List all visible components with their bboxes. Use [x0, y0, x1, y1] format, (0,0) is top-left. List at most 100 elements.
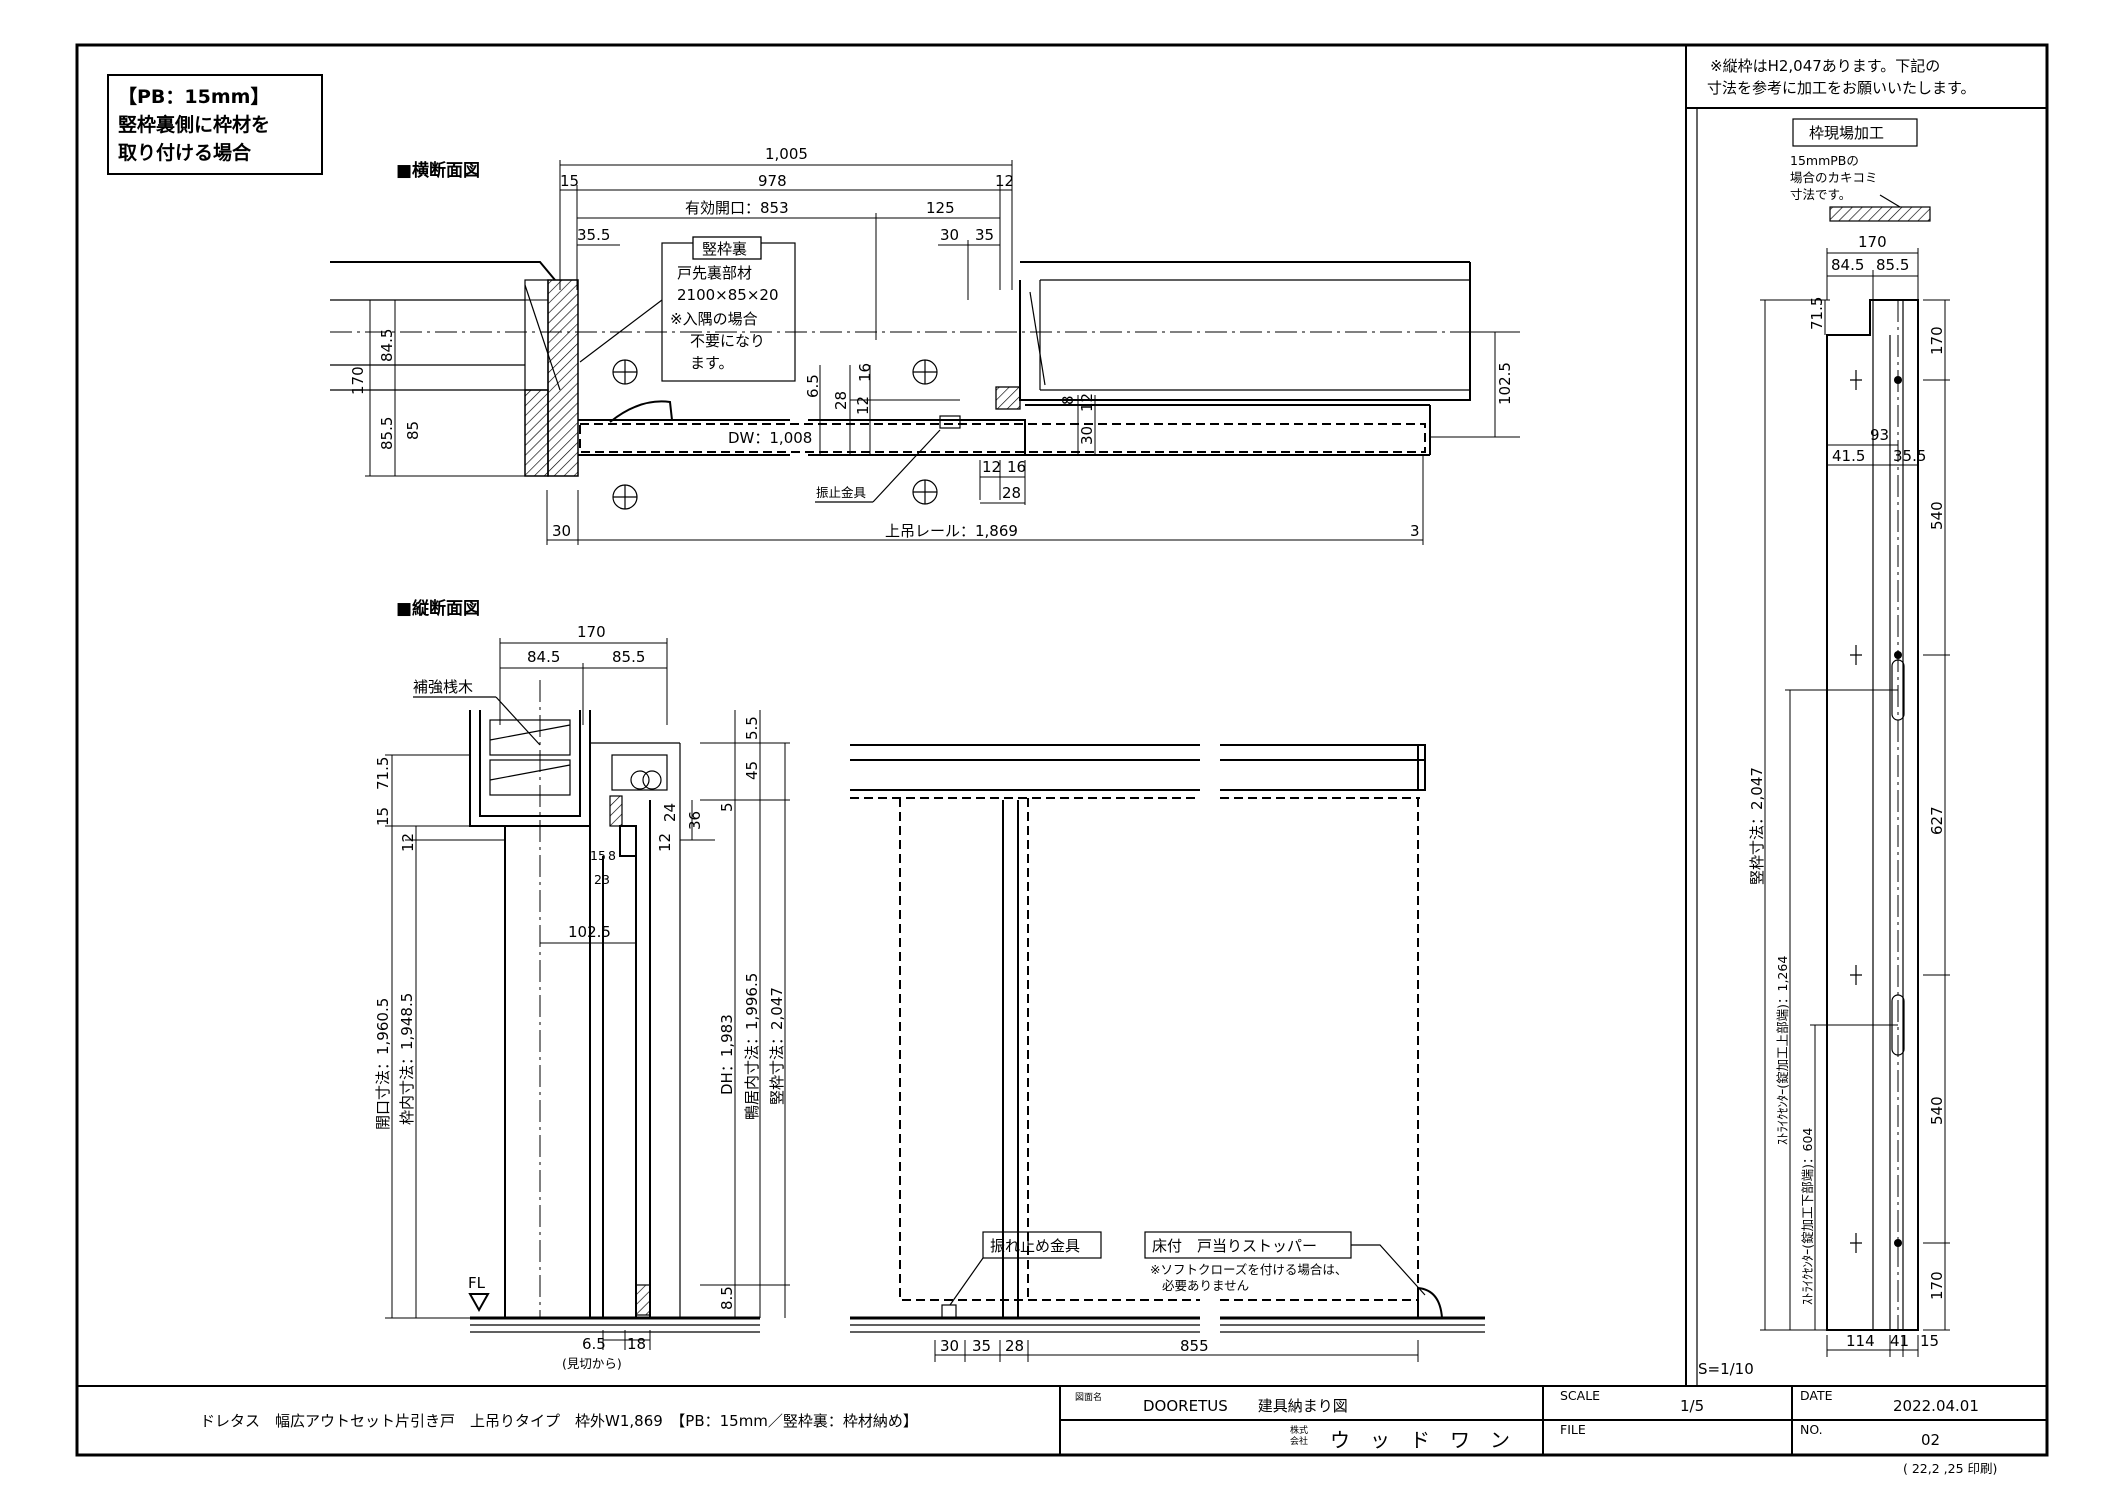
- h-dim-84-5: 84.5: [378, 329, 396, 362]
- sheet-border: [75, 43, 2049, 1457]
- h-dim-30: 30: [940, 226, 959, 244]
- h-dim-16b: 16: [1007, 458, 1026, 476]
- h-callout-l4: 不要になり: [690, 332, 765, 350]
- side-note-l1: ※縦枠はH2,047あります。下記の: [1710, 57, 1940, 75]
- e-soft-close-l1: ※ソフトクローズを付ける場合は、: [1150, 1262, 1347, 1277]
- h-dim-978: 978: [758, 172, 787, 190]
- side-dim-540b: 540: [1928, 1096, 1946, 1125]
- frame-processing-panel: ※縦枠はH2,047あります。下記の 寸法を参考に加工をお願いいたします。 枠現…: [1698, 57, 1976, 1378]
- v-fl: FL: [468, 1274, 486, 1292]
- side-title-box: [1792, 118, 1918, 147]
- horizontal-section-title: ■横断面図: [396, 160, 480, 181]
- side-dim-35-5: 35.5: [1893, 447, 1926, 465]
- side-title: 枠現場加工: [1809, 124, 1884, 142]
- h-dim-12b: 12: [854, 396, 872, 415]
- e-anti-lift-box: [982, 1231, 1102, 1259]
- tb-description: ドレタス 幅広アウトセット片引き戸 上吊りタイプ 枠外W1,869 【PB：15…: [200, 1412, 918, 1430]
- side-dim-71-5: 71.5: [1808, 297, 1826, 330]
- h-dim-85-5: 85.5: [378, 417, 396, 450]
- v-dim-85-5: 85.5: [612, 648, 645, 666]
- h-dim-8: 8: [1059, 395, 1077, 405]
- horizontal-section: ■横断面図 1,005 15 978 12 有効開口：853 125 35.5 …: [330, 145, 1520, 545]
- v-dim-5-5: 5.5: [743, 716, 761, 740]
- side-pb-l1: 15mmPBの: [1790, 153, 1859, 168]
- side-dim-41: 41: [1890, 1332, 1909, 1350]
- h-dim-35: 35: [975, 226, 994, 244]
- elevation-view: 振れ止め金具 床付 戸当りストッパー ※ソフトクローズを付ける場合は、 必要あり…: [850, 744, 1485, 1362]
- e-dim-28: 28: [1005, 1337, 1024, 1355]
- h-stopper-hw: 振止金具: [816, 485, 867, 500]
- note-box-line1: 【PB：15mm】: [118, 85, 269, 108]
- v-dim-12: 12: [399, 833, 417, 852]
- tb-date-label: DATE: [1800, 1388, 1833, 1403]
- side-dim-627: 627: [1928, 806, 1946, 835]
- h-dim-28: 28: [832, 391, 850, 410]
- v-dim-102-5: 102.5: [568, 923, 611, 941]
- side-dim-84-5: 84.5: [1831, 256, 1864, 274]
- e-anti-lift: 振れ止め金具: [990, 1237, 1080, 1255]
- h-dim-28b: 28: [1002, 484, 1021, 502]
- h-callout-l5: ます。: [690, 354, 734, 372]
- side-strike-upper: ｽﾄﾗｲｸｾﾝﾀｰ(錠加工上部端)：1,264: [1775, 956, 1790, 1145]
- side-dim-114: 114: [1846, 1332, 1875, 1350]
- side-scale: S=1/10: [1698, 1360, 1754, 1378]
- tb-drawing-name-label: 図面名: [1075, 1391, 1102, 1403]
- h-dim-6-5: 6.5: [804, 374, 822, 398]
- h-dim-16: 16: [856, 363, 874, 382]
- v-room-inner: 鴨居内寸法：1,996.5: [743, 973, 761, 1120]
- vertical-section-title: ■縦断面図: [396, 598, 480, 619]
- v-opening: 開口寸法：1,960.5: [374, 998, 392, 1130]
- side-dim-85-5: 85.5: [1876, 256, 1909, 274]
- title-block: ドレタス 幅広アウトセット片引き戸 上吊りタイプ 枠外W1,869 【PB：15…: [77, 1385, 2047, 1476]
- v-dim-23: 23: [594, 872, 610, 887]
- tb-scale: 1/5: [1680, 1397, 1704, 1415]
- tb-no: 02: [1921, 1431, 1940, 1449]
- h-dim-30b: 30: [1078, 426, 1096, 445]
- v-dim-170: 170: [577, 623, 606, 641]
- side-dim-170: 170: [1858, 233, 1887, 251]
- h-dim-15: 15: [560, 172, 579, 190]
- v-dim-45: 45: [743, 761, 761, 780]
- tb-drawing-name: DOORETUS 建具納まり図: [1143, 1397, 1348, 1415]
- v-dim-15b: 15: [590, 848, 606, 863]
- side-pb-l2: 場合のカキコミ: [1790, 170, 1878, 185]
- h-dim-102-5: 102.5: [1496, 362, 1514, 405]
- side-note-l2: 寸法を参考に加工をお願いいたします。: [1707, 79, 1976, 97]
- side-dim-93: 93: [1870, 426, 1889, 444]
- v-jamb: 竪枠寸法：2,047: [768, 987, 786, 1105]
- v-frame-inner: 枠内寸法：1,948.5: [398, 993, 416, 1125]
- h-callout-l1: 戸先裏部材: [677, 264, 752, 282]
- v-dim-12b: 12: [656, 833, 674, 852]
- v-dim-84-5: 84.5: [527, 648, 560, 666]
- v-reinforce: 補強桟木: [413, 678, 473, 696]
- note-box-line3: 取り付ける場合: [118, 141, 252, 164]
- h-dim-12d: 12: [982, 458, 1001, 476]
- h-dim-35-5: 35.5: [577, 226, 610, 244]
- note-box: 【PB：15mm】 竪枠裏側に枠材を 取り付ける場合: [107, 74, 323, 175]
- e-soft-close-l2: 必要ありません: [1162, 1278, 1249, 1293]
- tb-file-label: FILE: [1560, 1422, 1586, 1437]
- v-dim-15: 15: [374, 807, 392, 826]
- h-callout-title-box: [692, 236, 762, 260]
- tb-date: 2022.04.01: [1893, 1397, 1979, 1415]
- side-dim-540: 540: [1928, 501, 1946, 530]
- side-pb-l3: 寸法です。: [1790, 187, 1851, 202]
- h-dim-12: 12: [995, 172, 1014, 190]
- v-dim-18: 18: [627, 1335, 646, 1353]
- side-dim-15: 15: [1920, 1332, 1939, 1350]
- tb-scale-label: SCALE: [1560, 1388, 1600, 1403]
- v-dh: DH：1,983: [718, 1014, 736, 1095]
- v-dim-71-5: 71.5: [374, 757, 392, 790]
- v-dim-8: 8: [608, 848, 616, 863]
- side-dim-170b: 170: [1928, 326, 1946, 355]
- tb-no-label: NO.: [1800, 1422, 1823, 1437]
- vertical-section: ■縦断面図 170 84.5 85.5 補強桟木 FL: [374, 598, 790, 1371]
- side-strike-lower: ｽﾄﾗｲｸｾﾝﾀｰ(錠加工下部端)：604: [1800, 1128, 1815, 1305]
- e-dim-855: 855: [1180, 1337, 1209, 1355]
- tb-printed: ( 22,2 ,25 印刷): [1903, 1461, 1997, 1476]
- v-dim-24: 24: [661, 803, 679, 822]
- v-dim-36: 36: [686, 811, 704, 830]
- h-dim-3: 3: [1410, 522, 1420, 540]
- tb-company-prefix-l1: 株式: [1290, 1424, 1308, 1436]
